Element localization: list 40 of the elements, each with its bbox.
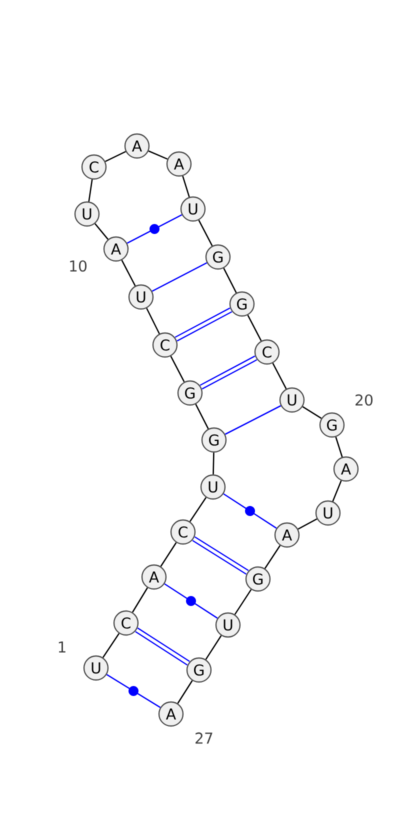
backbone-line	[212, 452, 214, 474]
backbone-line	[332, 480, 342, 502]
base-pair-line	[135, 628, 190, 666]
backbone-line	[247, 314, 262, 342]
backbone-line	[198, 220, 213, 246]
backbone-line	[170, 356, 185, 382]
backbone-line	[223, 268, 237, 294]
backbone-line	[182, 176, 190, 198]
backbone-line	[105, 150, 126, 162]
backbone-line	[146, 308, 160, 334]
backbone-line	[234, 589, 252, 615]
backbone-line	[88, 179, 93, 202]
position-number: 10	[70, 260, 87, 272]
base-pair-line	[152, 262, 208, 292]
backbone-line	[121, 260, 136, 286]
position-number: 20	[356, 394, 373, 406]
backbone-line	[264, 545, 281, 569]
backbone-line	[94, 223, 108, 240]
backbone-line	[102, 633, 120, 658]
backbone-line	[298, 518, 318, 530]
backbone-line	[160, 542, 177, 567]
base-pair-line	[200, 356, 258, 390]
backbone-line	[302, 406, 322, 419]
base-pair-line	[164, 583, 218, 619]
base-pair-line	[223, 493, 277, 529]
backbone-line	[148, 150, 168, 160]
base-pair-line	[106, 674, 161, 708]
base-pair-line	[192, 536, 249, 575]
base-pair-line	[174, 308, 232, 342]
backbone-line	[189, 497, 207, 522]
backbone-line	[195, 404, 209, 430]
backbone-line	[132, 587, 148, 613]
position-number: 1	[58, 642, 66, 652]
backbone-line	[335, 436, 343, 458]
backbone-line	[205, 635, 222, 660]
backbone-line	[272, 362, 287, 390]
base-pair-line	[224, 405, 282, 435]
base-pair-line	[126, 214, 182, 244]
position-number: 27	[196, 732, 212, 744]
backbone-line	[177, 680, 193, 704]
